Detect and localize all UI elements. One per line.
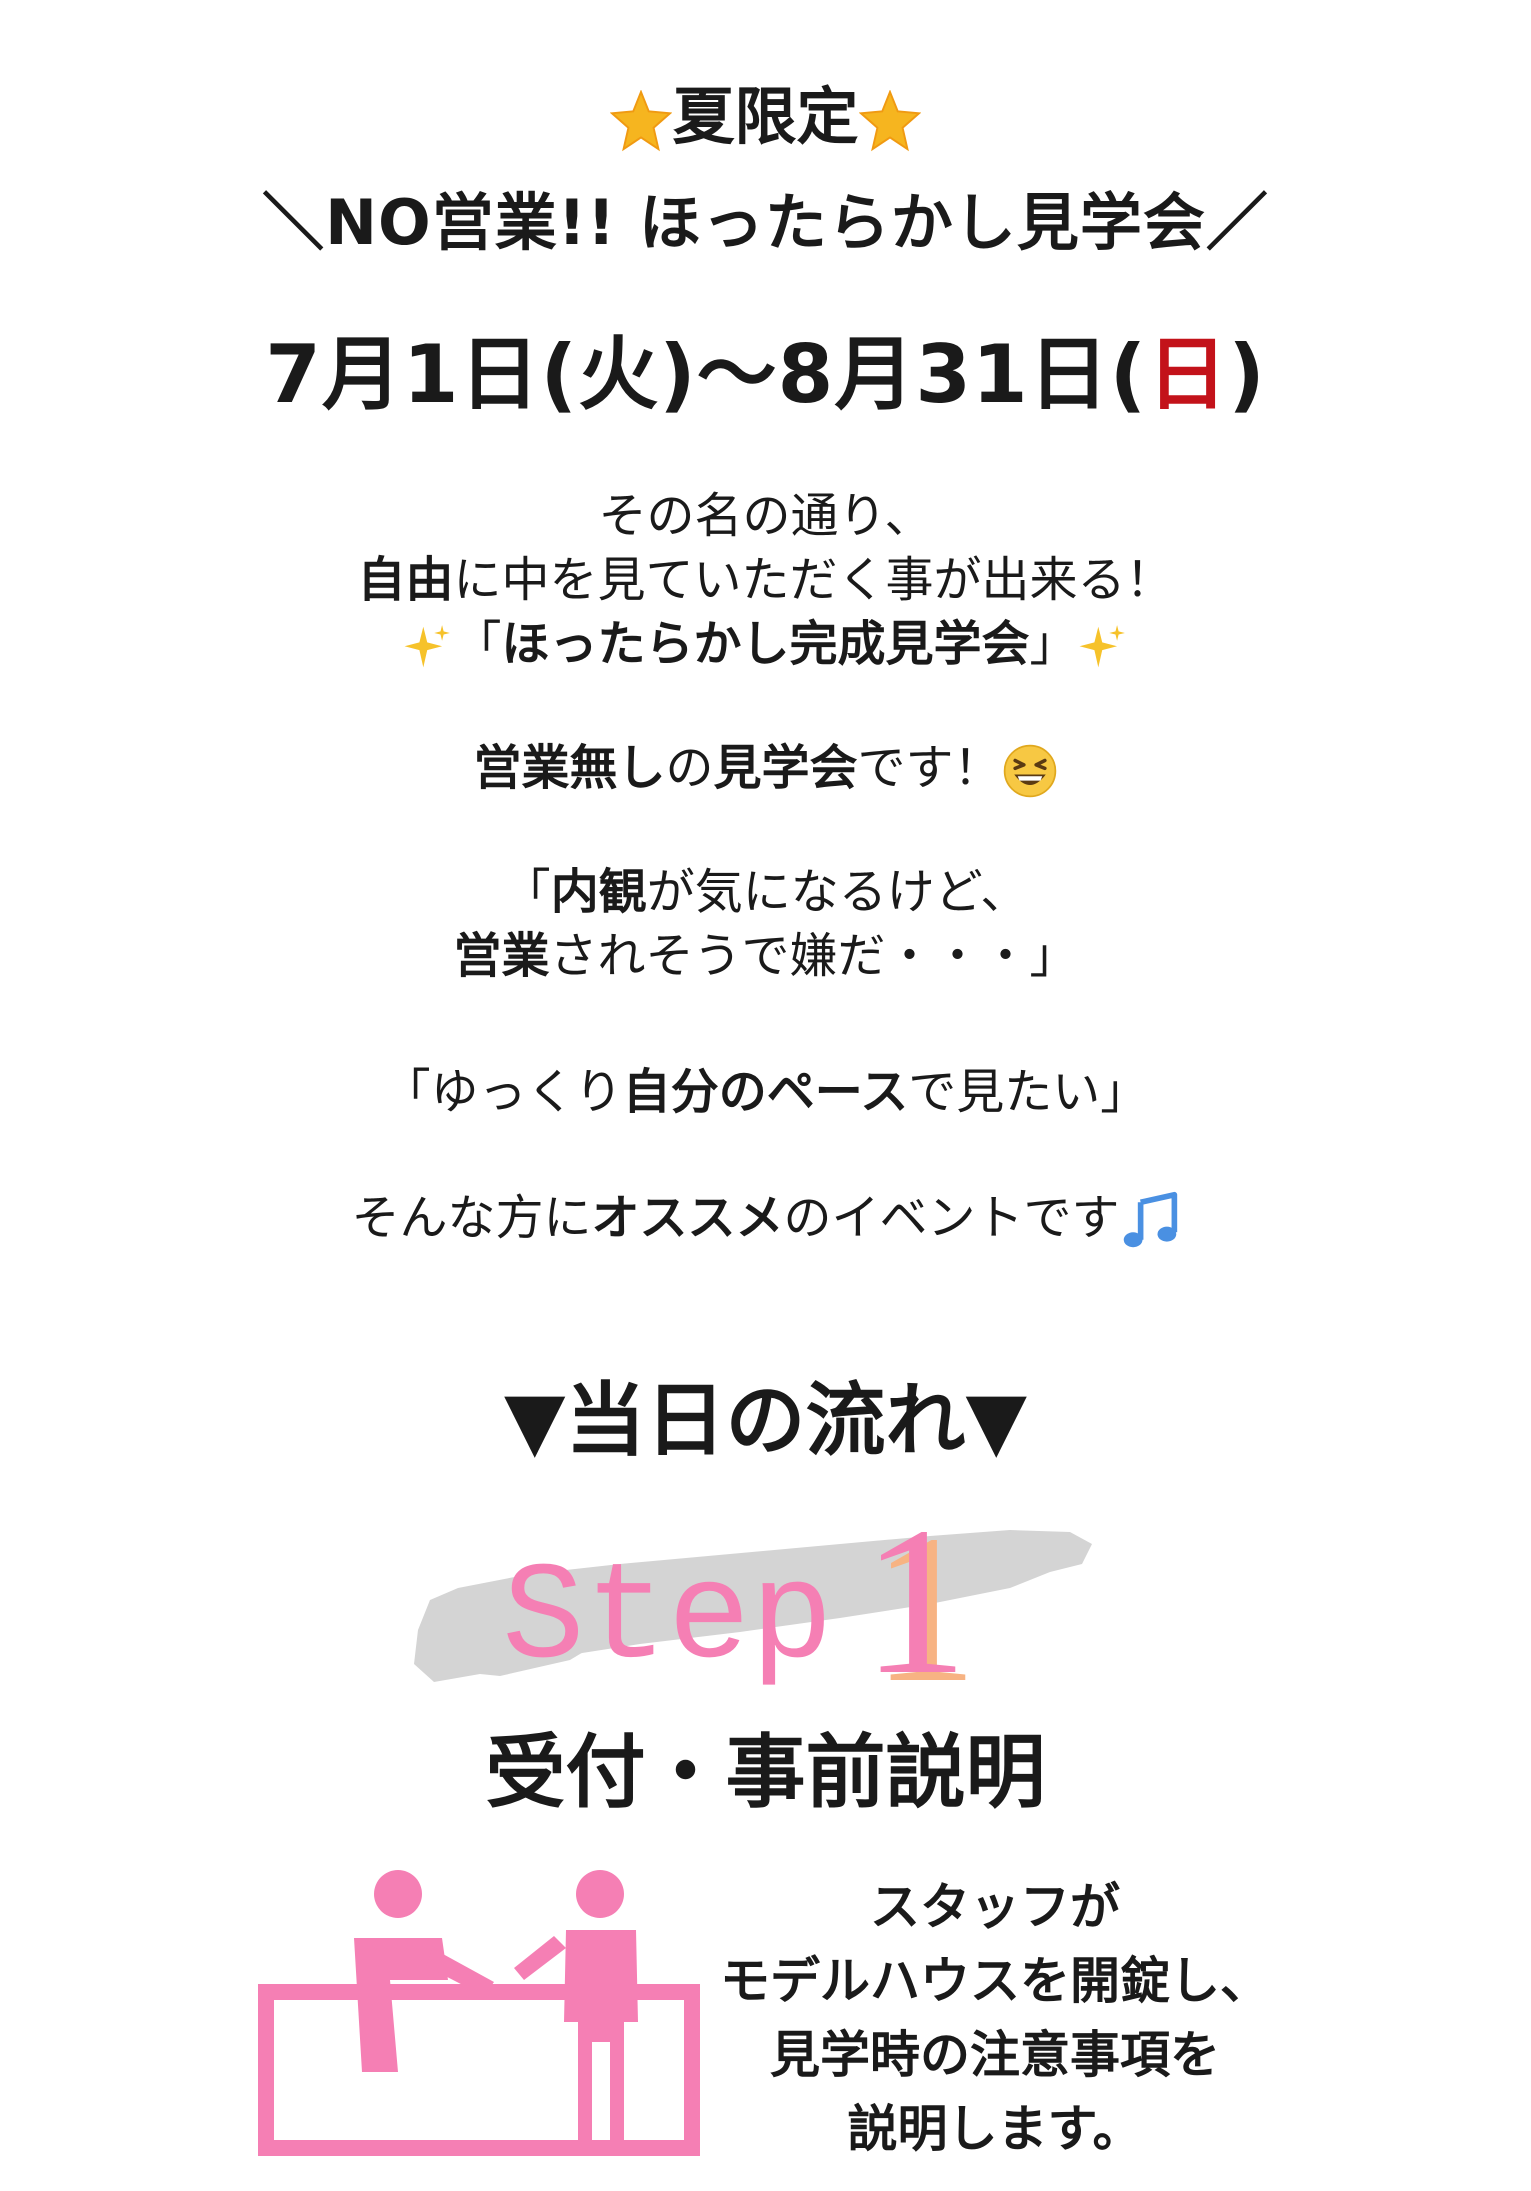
intro-line: 営業されそうで嫌だ・・・」 — [0, 924, 1531, 988]
intro-paragraph: その名の通り、 自由に中を見ていただく事が出来る！ 「ほったらかし完成見学会」 — [0, 484, 1531, 676]
intro-bold: 自由 — [357, 552, 454, 608]
date-sunday: 日 — [1147, 328, 1229, 421]
quote-open: 「 — [502, 864, 551, 920]
music-note-icon — [1123, 1191, 1177, 1248]
intro-text: の — [665, 740, 714, 796]
intro-line: 自由に中を見ていただく事が出来る！ — [0, 548, 1531, 612]
intro-text: 「ゆっくり — [382, 1064, 623, 1120]
step-number: 1 — [862, 1483, 968, 1710]
sparkles-icon — [405, 625, 451, 668]
step-description-line: モデルハウスを開錠し、 — [720, 1952, 1270, 2010]
step-title: 受付・事前説明 — [485, 1726, 1046, 1819]
step-number-shadow: 1 — [872, 1491, 978, 1710]
intro-line: 「内観が気になるけど、 — [0, 860, 1531, 924]
intro-bold: ほったらかし完成見学会 — [501, 616, 1030, 672]
date-range-text: 7月1日(火)〜8月31日( — [265, 328, 1148, 421]
step-word: Step — [502, 1542, 833, 1698]
intro-text: のイベントです — [783, 1190, 1120, 1246]
flow-heading: ▼当日の流れ▼ — [503, 1374, 1028, 1467]
intro-bold: 営業 — [453, 928, 550, 984]
intro-text: されそうで嫌だ・・・」 — [549, 928, 1078, 984]
step-description-line: 見学時の注意事項を — [770, 2026, 1220, 2084]
step-description: スタッフが モデルハウスを開錠し、 見学時の注意事項を 説明します。 — [690, 1870, 1300, 2166]
event-title: ＼NO営業!! ほったらかし見学会／ — [262, 186, 1269, 259]
intro-paragraph: 「ゆっくり自分のペースで見たい」 — [0, 1060, 1531, 1124]
summer-limited-label: 夏限定 — [0, 72, 1531, 162]
intro-line: 「ほったらかし完成見学会」 — [0, 612, 1531, 676]
intro-text: が気になるけど、 — [646, 864, 1029, 920]
date-close-paren: ) — [1228, 328, 1266, 421]
intro-bold: 見学会 — [713, 740, 858, 796]
intro-paragraph: そんな方にオススメのイベントです — [0, 1186, 1531, 1251]
intro-paragraph: 「内観が気になるけど、 営業されそうで嫌だ・・・」 — [0, 860, 1531, 988]
step-description-line: 説明します。 — [847, 2100, 1143, 2158]
step-description-line: スタッフが — [870, 1878, 1120, 1936]
intro-bold: 自分のペース — [622, 1064, 909, 1120]
star-icon — [858, 89, 921, 152]
brush-stroke — [440, 1648, 590, 1676]
brush-stroke — [414, 1530, 1092, 1682]
intro-text: そんな方に — [351, 1190, 592, 1246]
quote-close: 」 — [1029, 616, 1078, 672]
event-date-range: 7月1日(火)〜8月31日(日) — [0, 320, 1531, 430]
intro-text: で見たい」 — [908, 1064, 1149, 1120]
intro-text: に中を見ていただく事が出来る！ — [453, 552, 1174, 608]
step-banner: Step 1 1 — [414, 1483, 1092, 1710]
star-icon — [610, 89, 673, 152]
grinning-face-icon — [1003, 744, 1056, 798]
intro-bold: 内観 — [550, 864, 647, 920]
intro-text: です！ — [857, 740, 1002, 796]
intro-line: その名の通り、 — [598, 488, 933, 544]
sparkles-icon — [1079, 625, 1125, 668]
summer-limited-text: 夏限定 — [672, 80, 859, 153]
quote-open: 「 — [453, 616, 502, 672]
reception-illustration — [258, 1870, 700, 2156]
intro-bold: オススメ — [591, 1190, 784, 1246]
intro-paragraph: 営業無しの見学会です！ — [0, 736, 1531, 800]
intro-bold: 営業無し — [473, 740, 666, 796]
